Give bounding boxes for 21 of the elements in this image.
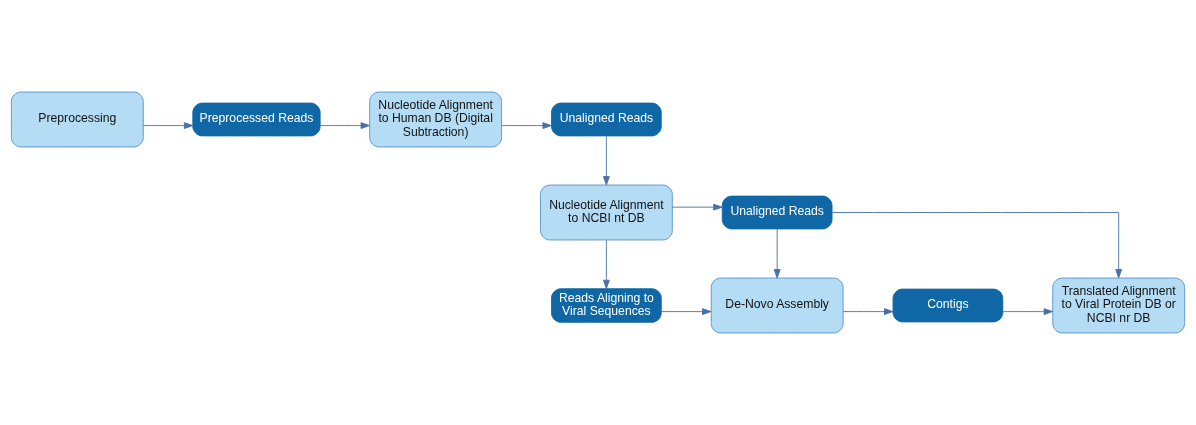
node-box: Nucleotide Alignment to NCBI nt DB xyxy=(540,184,673,241)
node-box: Unaligned Reads xyxy=(551,102,662,137)
arrow xyxy=(831,212,1123,279)
node-box: Reads Aligning to Viral Sequences xyxy=(551,288,662,323)
arrow xyxy=(842,308,894,315)
arrow xyxy=(603,239,610,290)
node-box: Preprocessed Reads xyxy=(192,102,321,137)
node-box: Translated Alignment to Viral Protein DB or NCBI nr DB xyxy=(1052,277,1186,334)
arrow xyxy=(660,308,712,315)
node-box: Contigs xyxy=(892,288,1004,323)
arrow xyxy=(671,203,723,211)
node-box: Nucleotide Alignment to Human DB (Digital Subtraction) xyxy=(369,91,502,148)
arrow xyxy=(142,122,194,129)
node-box: Preprocessing xyxy=(10,91,144,148)
arrow xyxy=(501,122,552,129)
arrow xyxy=(1002,308,1053,315)
node-box: Unaligned Reads xyxy=(721,195,833,230)
node-box: De-Novo Assembly xyxy=(710,277,844,334)
arrow xyxy=(603,135,610,186)
arrow xyxy=(319,122,370,129)
arrow xyxy=(773,228,781,279)
